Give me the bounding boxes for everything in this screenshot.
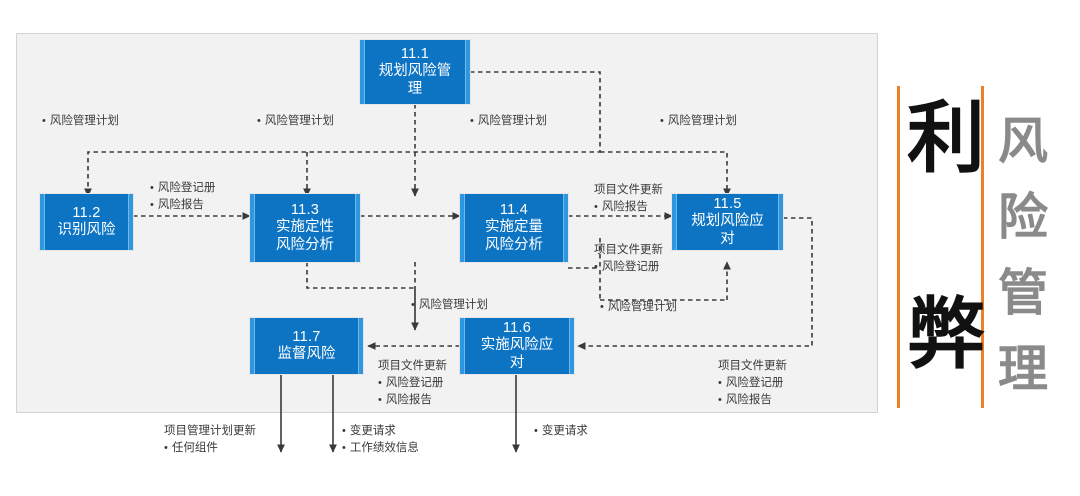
label-doc-updates-risk-register: 项目文件更新风险登记册 xyxy=(594,242,663,276)
label-risk-mgmt-plan-2: 风险管理计划 xyxy=(257,113,334,130)
box-number: 11.3 xyxy=(290,202,320,219)
box-number: 11.7 xyxy=(292,328,321,345)
box-name-line2: 风险分析 xyxy=(485,236,543,253)
accent-rule-right xyxy=(981,86,984,408)
box-number: 11.2 xyxy=(72,204,101,221)
box-number: 11.5 xyxy=(713,196,742,213)
box-name: 实施定量 xyxy=(485,219,543,236)
box-name: 规划风险管理 xyxy=(378,63,452,97)
process-box-11-5[interactable]: 11.5 规划风险应对 xyxy=(672,194,783,250)
label-line: 风险管理计划 xyxy=(660,113,737,130)
label-line: 任何组件 xyxy=(164,440,256,457)
label-risk-mgmt-plan-1: 风险管理计划 xyxy=(42,113,119,130)
title-big-char-1: 利 xyxy=(907,94,986,184)
label-line: 风险报告 xyxy=(150,197,215,214)
box-number: 11.6 xyxy=(502,320,532,337)
label-risk-register-report: 风险登记册风险报告 xyxy=(150,180,216,214)
box-name: 监督风险 xyxy=(277,346,336,362)
process-box-11-3[interactable]: 11.3 实施定性 风险分析 xyxy=(250,194,360,262)
box-name: 实施风险应对 xyxy=(480,337,554,371)
label-line: 风险登记册 xyxy=(594,259,663,276)
title-gray-char-4: 理 xyxy=(998,340,1048,398)
process-box-11-4[interactable]: 11.4 实施定量 风险分析 xyxy=(460,194,568,262)
title-gray-char-3: 管 xyxy=(998,264,1048,322)
label-line: 工作绩效信息 xyxy=(342,440,419,457)
label-risk-mgmt-plan-4: 风险管理计划 xyxy=(660,113,737,130)
label-line: 风险管理计划 xyxy=(470,113,547,130)
box-number: 11.1 xyxy=(400,46,430,63)
label-line: 变更请求 xyxy=(342,423,419,440)
box-number: 11.4 xyxy=(499,202,529,219)
title-gray-char-2: 险 xyxy=(998,188,1048,246)
label-line: 风险报告 xyxy=(594,199,663,216)
label-line: 变更请求 xyxy=(534,423,588,440)
label-line: 项目文件更新 xyxy=(378,360,447,372)
label-line: 风险管理计划 xyxy=(42,113,119,130)
label-risk-mgmt-plan-6: 风险管理计划 xyxy=(600,299,677,316)
process-box-11-2[interactable]: 11.2 识别风险 xyxy=(40,194,133,250)
label-risk-mgmt-plan-3: 风险管理计划 xyxy=(470,113,547,130)
process-box-11-7[interactable]: 11.7 监督风险 xyxy=(250,318,363,374)
accent-rule-left xyxy=(897,86,900,408)
label-line: 风险登记册 xyxy=(378,375,447,392)
label-outputs-11-6: 项目文件更新风险登记册风险报告 xyxy=(718,358,787,409)
label-line: 风险报告 xyxy=(718,392,787,409)
label-line: 风险管理计划 xyxy=(600,299,677,316)
label-line: 风险登记册 xyxy=(718,375,787,392)
label-line: 风险管理计划 xyxy=(411,297,488,314)
label-line: 项目文件更新 xyxy=(594,244,663,256)
label-risk-mgmt-plan-5: 风险管理计划 xyxy=(411,297,488,314)
process-box-11-6[interactable]: 11.6 实施风险应对 xyxy=(460,318,574,374)
box-name: 识别风险 xyxy=(57,222,116,238)
label-line: 项目文件更新 xyxy=(594,184,663,196)
title-gray-char-1: 风 xyxy=(998,112,1048,170)
label-change-requests-wpi: 变更请求工作绩效信息 xyxy=(342,423,419,457)
label-doc-updates-risk-report: 项目文件更新风险报告 xyxy=(594,182,663,216)
label-line: 项目管理计划更新 xyxy=(164,425,256,437)
label-line: 风险报告 xyxy=(378,392,447,409)
label-pm-plan-updates: 项目管理计划更新任何组件 xyxy=(164,423,256,457)
process-box-11-1[interactable]: 11.1 规划风险管理 xyxy=(360,40,470,104)
label-line: 项目文件更新 xyxy=(718,360,787,372)
title-big-char-2: 弊 xyxy=(907,290,986,380)
box-name-line2: 风险分析 xyxy=(276,236,334,253)
box-name: 实施定性 xyxy=(276,219,334,236)
label-change-requests: 变更请求 xyxy=(534,423,588,440)
label-line: 风险管理计划 xyxy=(257,113,334,130)
title-block: 利 弊 风 险 管 理 xyxy=(893,86,1068,408)
label-line: 风险登记册 xyxy=(150,180,216,197)
box-name: 规划风险应对 xyxy=(691,213,764,247)
label-outputs-11-7: 项目文件更新风险登记册风险报告 xyxy=(378,358,447,409)
